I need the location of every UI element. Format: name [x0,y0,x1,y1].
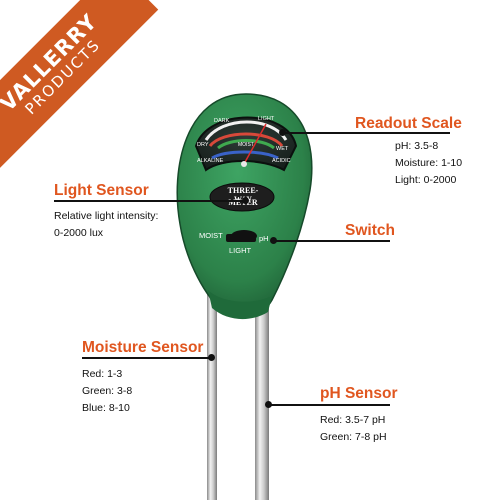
switch-label-moist: MOIST [199,231,223,240]
light-sensor-notes: Relative light intensity: 0-2000 lux [54,208,158,242]
moisture-probe [207,292,217,500]
switch-label-light: LIGHT [229,246,252,255]
switch-leader [273,240,390,242]
switch-title: Switch [345,222,395,239]
readout-line-3: Light: 0-2000 [395,174,457,186]
moisture-line-1: Red: 1-3 [82,368,123,380]
moisture-sensor-notes: Red: 1-3 Green: 3-8 Blue: 8-10 [82,366,132,417]
readout-dial [194,116,298,172]
ph-sensor-leader [268,404,390,406]
mode-switch[interactable] [226,234,256,242]
readout-scale-leader [282,132,450,134]
switch-label-ph: pH [259,234,269,243]
ph-line-2: Green: 7-8 pH [320,431,387,443]
light-sensor-title: Light Sensor [54,182,149,199]
scale-label-dry: DRY [197,142,209,148]
moisture-sensor-dot [208,354,215,361]
readout-scale-notes: pH: 3.5-8 Moisture: 1-10 Light: 0-2000 [395,138,462,189]
scale-label-acidic: ACIDIC [272,158,291,164]
moisture-line-2: Green: 3-8 [82,385,133,397]
scale-label-alkaline: ALKALINE [197,158,224,164]
light-sensor-line-1: Relative light intensity: [54,210,159,222]
readout-line-1: pH: 3.5-8 [395,140,439,152]
ph-sensor-title: pH Sensor [320,385,398,402]
light-sensor-dot [242,197,249,204]
readout-scale-title: Readout Scale [355,115,462,132]
moisture-line-3: Blue: 8-10 [82,402,130,414]
moisture-sensor-title: Moisture Sensor [82,339,204,356]
scale-label-moist: MOIST [238,142,254,148]
scale-label-wet: WET [276,146,289,152]
ph-line-1: Red: 3.5-7 pH [320,414,386,426]
switch-dot [270,237,277,244]
ph-sensor-dot [265,401,272,408]
ph-probe [255,292,269,500]
readout-line-2: Moisture: 1-10 [395,157,463,169]
light-sensor-leader [54,200,246,202]
moisture-sensor-leader [82,357,212,359]
scale-label-dark: DARK [214,118,230,124]
scale-label-light: LIGHT [258,116,275,122]
light-sensor-line-2: 0-2000 lux [54,227,104,239]
readout-scale-dot [279,129,286,136]
ph-sensor-notes: Red: 3.5-7 pH Green: 7-8 pH [320,412,387,446]
